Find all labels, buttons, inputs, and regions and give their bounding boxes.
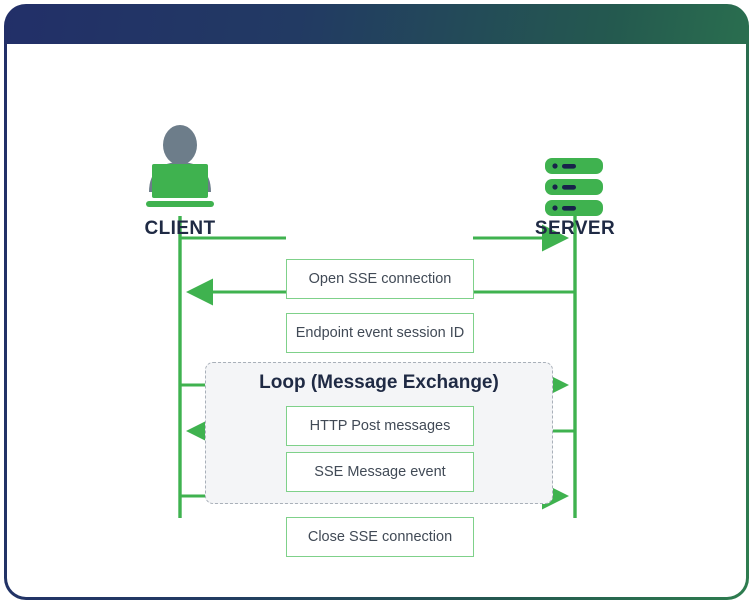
message-label: HTTP Post messages bbox=[309, 418, 451, 434]
message-box-endpoint-event-session-id[interactable]: Endpoint event session ID bbox=[286, 313, 474, 353]
loop-title: Loop (Message Exchange) bbox=[259, 372, 499, 393]
message-label: Close SSE connection bbox=[307, 529, 453, 545]
message-box-http-post-messages[interactable]: HTTP Post messages bbox=[286, 406, 474, 446]
actor-label-server: SERVER bbox=[534, 218, 616, 239]
message-box-open-sse-connection[interactable]: Open SSE connection bbox=[286, 259, 474, 299]
message-box-sse-message-event[interactable]: SSE Message event bbox=[286, 452, 474, 492]
message-label: Endpoint event session ID bbox=[295, 325, 465, 341]
message-box-close-sse-connection[interactable]: Close SSE connection bbox=[286, 517, 474, 557]
server-rack-icon bbox=[545, 158, 603, 216]
user-laptop-icon bbox=[146, 125, 214, 207]
message-label: SSE Message event bbox=[314, 464, 446, 480]
sequence-diagram: Loop (Message Exchange) Open SSE connect… bbox=[0, 40, 753, 604]
actor-label-client: CLIENT bbox=[144, 218, 216, 239]
message-label: Open SSE connection bbox=[308, 271, 452, 287]
